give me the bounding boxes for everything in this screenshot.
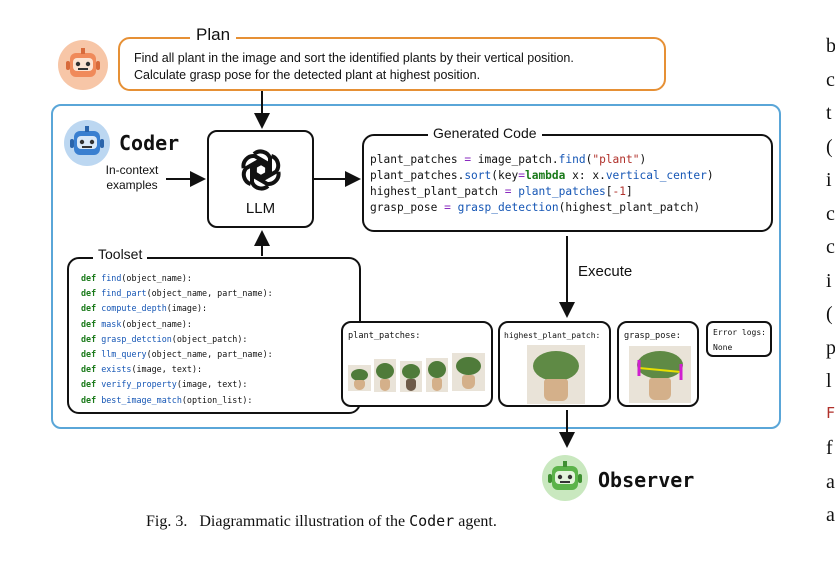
grasp-overlay-icon: [637, 360, 683, 380]
plant-patches-result: plant_patches:: [341, 321, 493, 407]
error-logs-result: Error logs: None: [706, 321, 772, 357]
plant-thumb-1: [348, 365, 371, 391]
generated-code-title: Generated Code: [428, 125, 542, 141]
side-text-fragment: c: [826, 202, 835, 225]
tool-line: def grasp_detction(object_patch):: [81, 333, 248, 344]
highest-plant-image: [527, 345, 585, 404]
openai-logo-icon: [241, 149, 281, 191]
error-logs-label: Error logs:: [713, 328, 766, 337]
observer-label: Observer: [598, 468, 695, 492]
tool-line: def exists(image, text):: [81, 364, 203, 375]
plan-box: Find all plant in the image and sort the…: [118, 37, 666, 91]
side-text-fragment: t: [826, 102, 832, 124]
code-line-1: plant_patches = image_patch.find("plant"…: [370, 153, 647, 166]
plant-patches-label: plant_patches:: [348, 331, 421, 341]
plan-title: Plan: [190, 25, 237, 45]
coder-robot-icon: [62, 118, 112, 168]
plan-line-1: Find all plant in the image and sort the…: [134, 51, 574, 65]
side-text-fragment: a: [826, 504, 835, 526]
side-text-fragment: F: [826, 403, 835, 422]
toolset-title: Toolset: [93, 246, 148, 262]
side-text-fragment: l: [826, 370, 832, 392]
plant-thumb-2: [374, 359, 396, 392]
tool-line: def verify_property(image, text):: [81, 379, 248, 390]
side-text-fragment: b: [826, 35, 835, 57]
side-text-fragment: i: [826, 269, 832, 292]
observer-robot-icon: [540, 453, 590, 503]
code-line-2: plant_patches.sort(key=lambda x: x.verti…: [370, 169, 714, 182]
plan-robot-icon: [58, 40, 108, 90]
side-text-fragment: (: [826, 303, 833, 325]
highest-plant-patch-label: highest_plant_patch:: [504, 331, 601, 340]
plant-thumb-3: [400, 361, 422, 392]
tool-line: def mask(object_name):: [81, 318, 192, 329]
grasp-pose-image: [629, 346, 691, 403]
execute-label: Execute: [578, 263, 633, 280]
code-line-4: grasp_pose = grasp_detection(highest_pla…: [370, 201, 701, 214]
toolset-box: def find(object_name):def find_part(obje…: [67, 257, 361, 414]
tool-line: def best_image_match(option_list):: [81, 394, 253, 405]
grasp-pose-label: grasp_pose:: [624, 331, 681, 341]
llm-label: LLM: [245, 200, 276, 217]
llm-box: LLM: [207, 130, 314, 228]
tool-line: def compute_depth(image):: [81, 303, 208, 314]
error-logs-value: None: [713, 343, 733, 352]
generated-code-box: plant_patches = image_patch.find("plant"…: [362, 134, 773, 232]
tool-line: def find(object_name):: [81, 273, 192, 283]
tool-line: def llm_query(object_name, part_name):: [81, 349, 273, 359]
side-text-fragment: c: [826, 68, 835, 91]
tool-line: def find_part(object_name, part_name):: [81, 288, 273, 299]
coder-container: [51, 104, 781, 429]
side-text-fragment: p: [826, 336, 835, 359]
coder-label: Coder: [119, 131, 180, 155]
code-line-3: highest_plant_patch = plant_patches[-1]: [370, 185, 633, 198]
side-text-fragment: c: [826, 236, 835, 258]
highest-plant-patch-result: highest_plant_patch:: [498, 321, 611, 407]
side-text-fragment: a: [826, 470, 835, 493]
plant-thumb-5: [452, 353, 485, 391]
side-text-fragment: i: [826, 169, 832, 191]
side-text-fragment: f: [826, 437, 833, 459]
side-text-fragment: (: [826, 135, 833, 158]
in-context-examples-label: In-context examples: [105, 163, 159, 192]
plant-thumb-4: [426, 358, 448, 392]
grasp-pose-result: grasp_pose:: [617, 321, 699, 407]
plan-line-2: Calculate grasp pose for the detected pl…: [134, 68, 481, 82]
